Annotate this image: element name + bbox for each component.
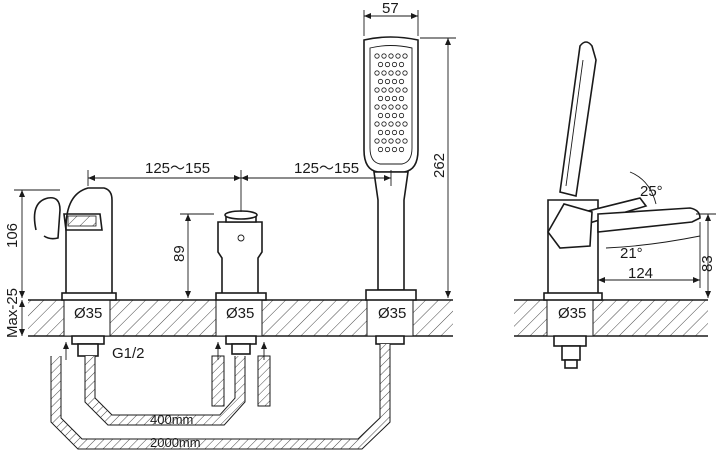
spray-nozzle — [381, 104, 387, 110]
spray-nozzle — [374, 87, 380, 93]
dim-angle-21: 21° — [620, 245, 643, 262]
spray-nozzle — [388, 104, 394, 110]
dim-262: 262 — [431, 153, 448, 178]
spray-nozzle — [384, 78, 391, 85]
spray-nozzle — [374, 53, 380, 59]
spray-nozzle — [395, 104, 401, 110]
spray-nozzle — [395, 53, 401, 59]
spray-nozzle — [384, 61, 391, 68]
spray-nozzles — [374, 53, 408, 153]
spray-nozzle — [388, 138, 394, 144]
spray-nozzle — [395, 121, 401, 127]
spray-nozzle — [402, 70, 408, 76]
spray-nozzle — [374, 121, 380, 127]
spray-nozzle — [377, 78, 384, 85]
dim-106: 106 — [4, 223, 21, 248]
spray-nozzle — [388, 53, 394, 59]
spray-nozzle — [384, 95, 391, 102]
dim-hole-right: Ø35 — [378, 305, 406, 322]
dim-spacing-right: 125～155 — [294, 160, 359, 177]
spray-nozzle — [391, 78, 398, 85]
spray-nozzle — [395, 87, 401, 93]
spray-nozzle — [402, 53, 408, 59]
spray-nozzle — [374, 138, 380, 144]
spray-nozzle — [395, 138, 401, 144]
spray-nozzle — [391, 129, 398, 136]
spray-nozzle — [398, 146, 405, 153]
dim-hole-left: Ø35 — [74, 305, 102, 322]
spray-nozzle — [402, 121, 408, 127]
deck-front — [28, 299, 453, 337]
spray-nozzle — [381, 70, 387, 76]
dim-hose-long: 2000mm — [150, 435, 201, 450]
dim-hose-short: 400mm — [150, 412, 193, 427]
spray-nozzle — [398, 78, 405, 85]
spray-nozzle — [398, 95, 405, 102]
dim-side-83: 83 — [699, 255, 716, 272]
dim-reach-124: 124 — [628, 265, 653, 282]
spray-nozzle — [388, 87, 394, 93]
side-view-faucet — [543, 41, 701, 369]
spray-nozzle — [398, 61, 405, 68]
dimension-lines — [14, 10, 716, 336]
spray-nozzle — [374, 70, 380, 76]
spray-nozzle — [384, 146, 391, 153]
spray-nozzle — [402, 87, 408, 93]
spray-nozzle — [388, 121, 394, 127]
spray-nozzle — [374, 104, 380, 110]
spray-nozzle — [402, 104, 408, 110]
spray-nozzle — [377, 146, 384, 153]
hand-shower — [363, 36, 419, 345]
spray-nozzle — [388, 70, 394, 76]
spray-nozzle — [377, 129, 384, 136]
spray-nozzle — [384, 129, 391, 136]
spray-nozzle — [381, 121, 387, 127]
spray-nozzle — [377, 95, 384, 102]
spray-nozzle — [391, 112, 398, 119]
spray-nozzle — [391, 61, 398, 68]
dim-max-25: Max-25 — [4, 288, 21, 338]
dim-hole-mid: Ø35 — [226, 305, 254, 322]
spray-nozzle — [381, 138, 387, 144]
dim-hole-side: Ø35 — [558, 305, 586, 322]
spray-nozzle — [384, 112, 391, 119]
dim-angle-25: 25° — [640, 183, 663, 200]
spray-nozzle — [377, 112, 384, 119]
spray-nozzle — [391, 146, 398, 153]
spout — [33, 187, 117, 357]
dim-57: 57 — [382, 0, 399, 17]
spray-nozzle — [402, 138, 408, 144]
spray-nozzle — [398, 129, 405, 136]
deck-side — [514, 299, 708, 337]
hoses — [50, 342, 391, 450]
dim-spacing-left: 125～155 — [145, 160, 210, 177]
spray-nozzle — [391, 95, 398, 102]
spray-nozzle — [377, 61, 384, 68]
spray-nozzle — [395, 70, 401, 76]
spray-nozzle — [398, 112, 405, 119]
spray-nozzle — [381, 87, 387, 93]
dim-thread: G1/2 — [112, 345, 145, 362]
dim-89: 89 — [171, 245, 188, 262]
spray-nozzle — [381, 53, 387, 59]
